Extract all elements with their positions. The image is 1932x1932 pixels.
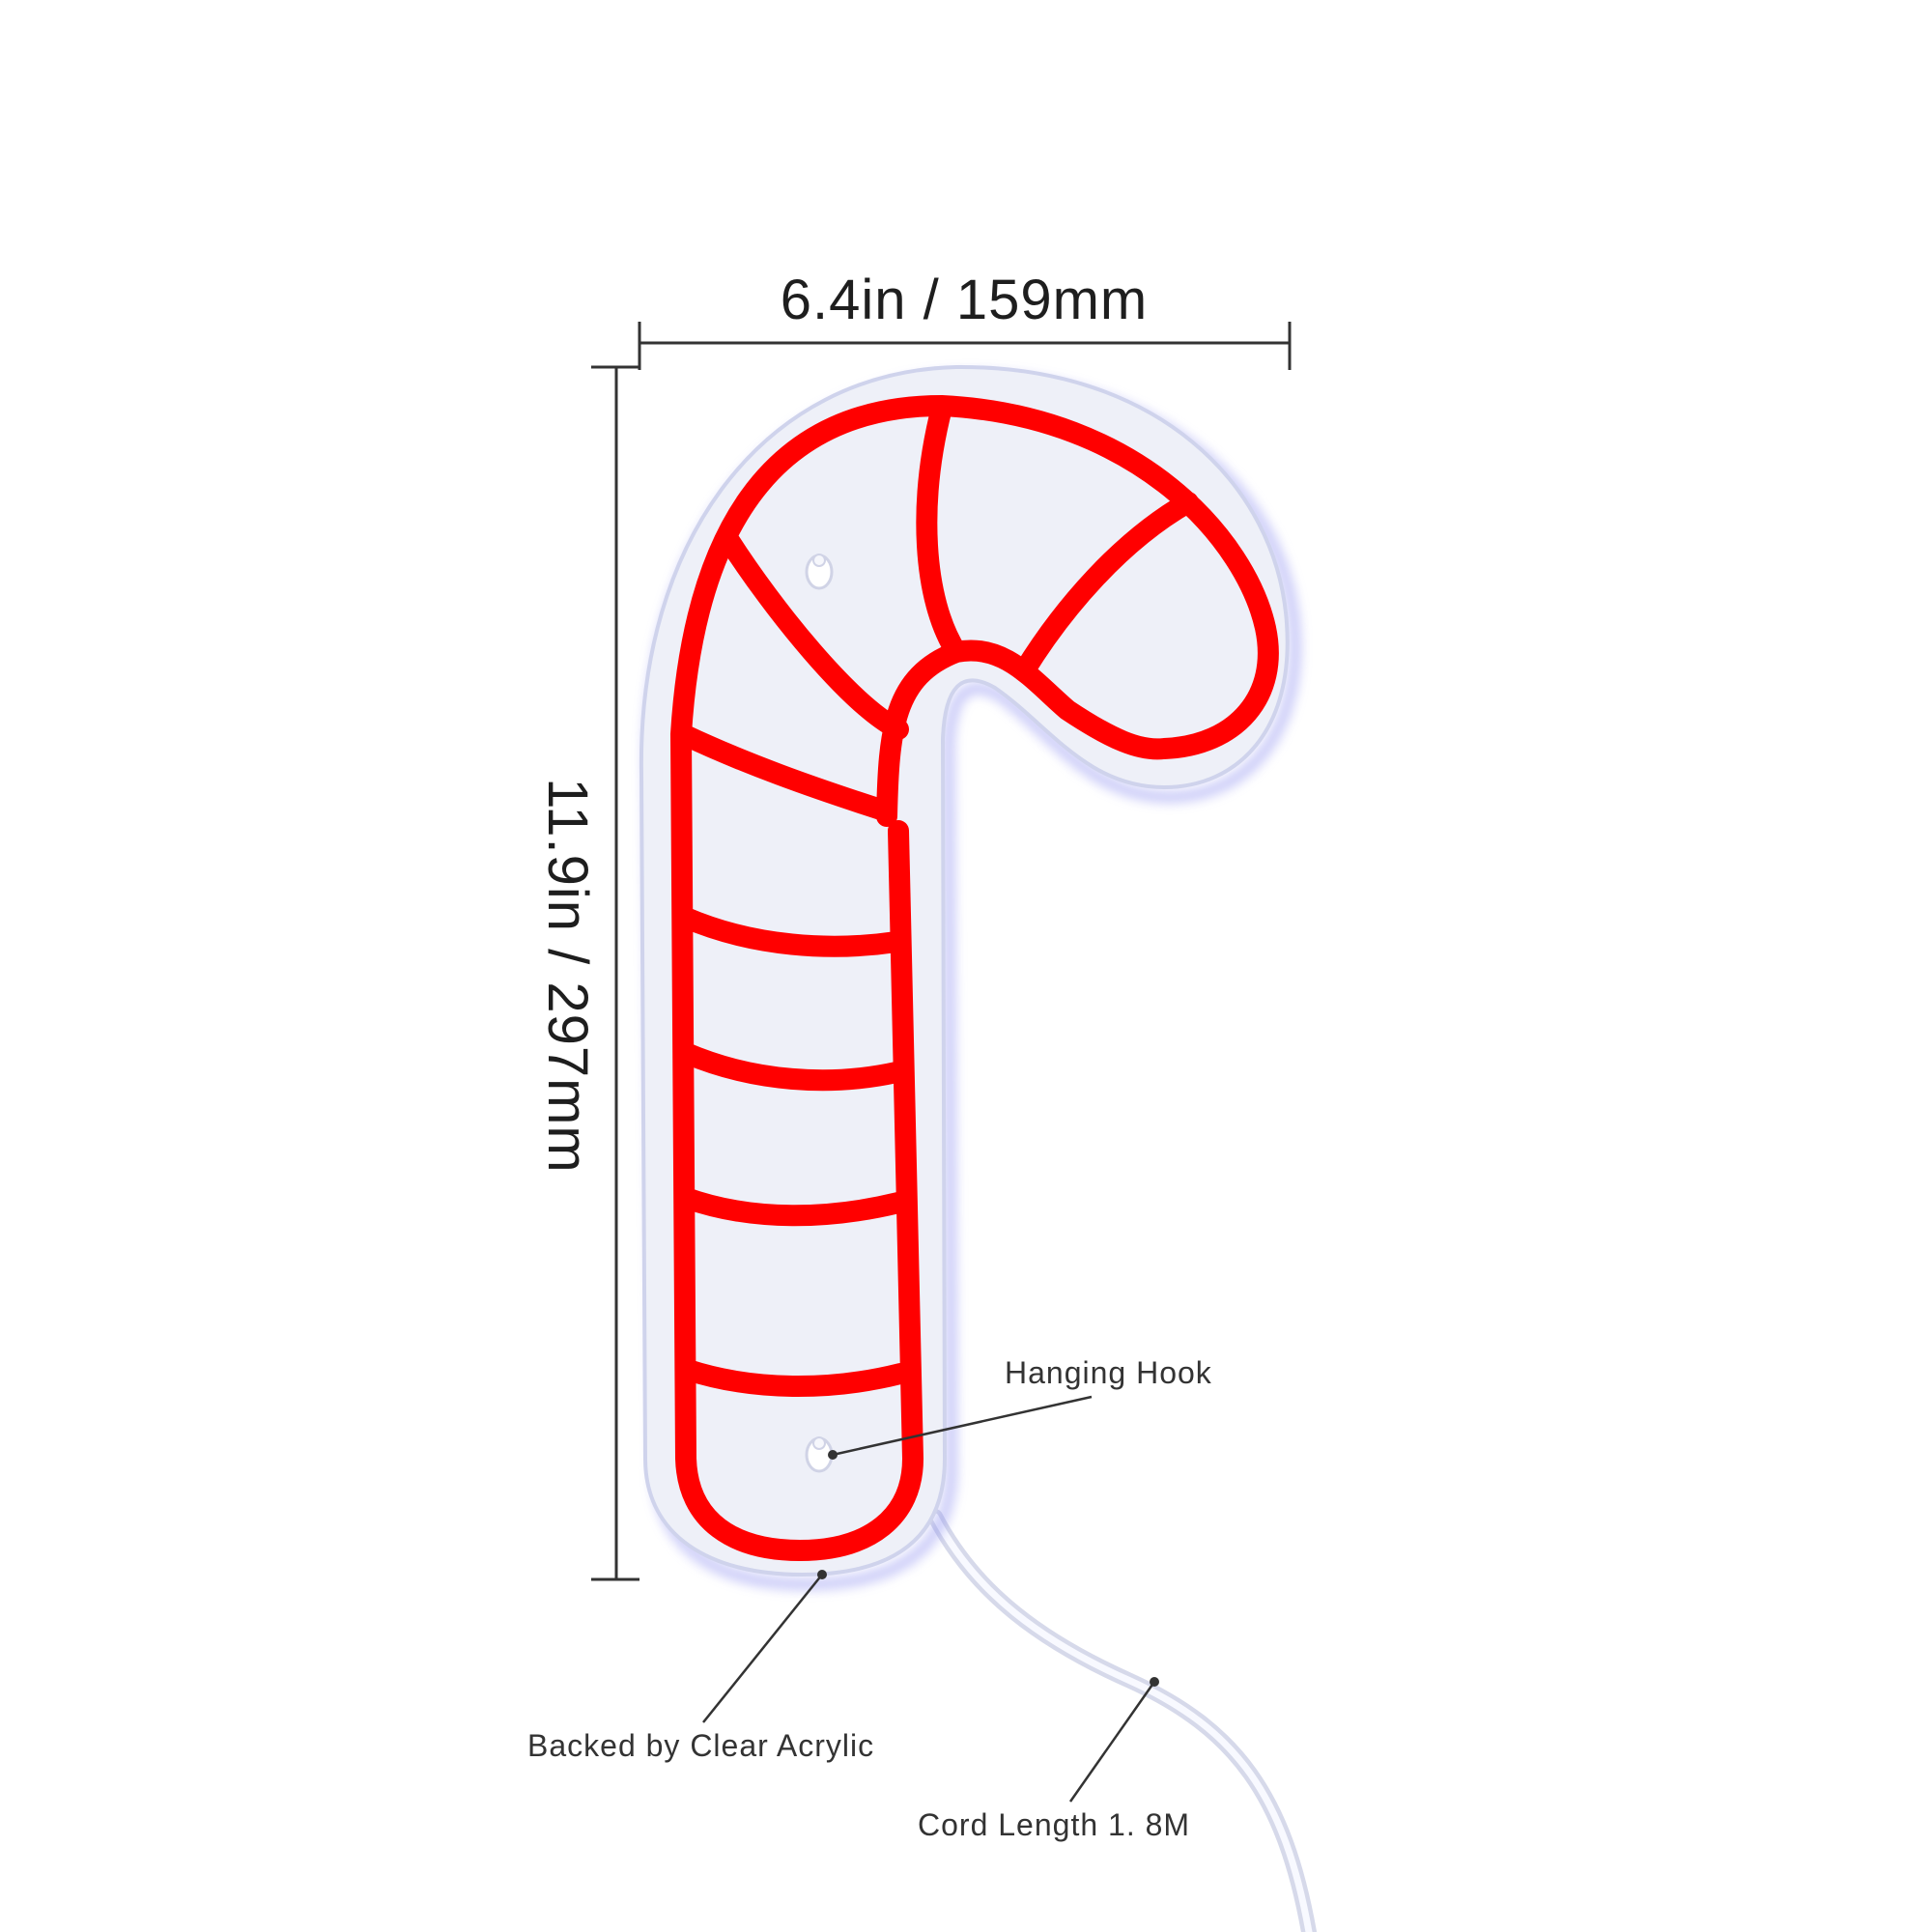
acrylic-callout-leader (702, 1570, 827, 1723)
cord-callout-label: Cord Length 1. 8M (918, 1807, 1190, 1842)
hanging-hook-top (805, 554, 834, 590)
width-dimension (638, 322, 1292, 370)
hook-callout-leader (828, 1395, 1093, 1460)
neon-stripe-2 (916, 397, 967, 663)
neon-stripe-8 (677, 1359, 911, 1397)
hook-callout-label: Hanging Hook (1005, 1355, 1212, 1390)
acrylic-backing (639, 364, 1290, 1577)
neon-stripe-3 (1013, 492, 1199, 682)
neon-candy-cane (670, 395, 1279, 1561)
neon-stripe-5 (675, 907, 907, 957)
neon-stripe-7 (675, 1187, 909, 1227)
hanging-hook-bottom (805, 1436, 834, 1473)
neon-stripe-4 (672, 724, 897, 822)
cord-callout-leader (1068, 1677, 1159, 1803)
power-cord-highlight (931, 1513, 1313, 1932)
height-dimension (591, 365, 639, 1581)
neon-stripe-1 (719, 530, 909, 740)
power-cord (927, 1509, 1317, 1932)
acrylic-callout-label: Backed by Clear Acrylic (527, 1728, 874, 1763)
neon-stripe-6 (675, 1042, 907, 1092)
height-label: 11.9in / 297mm (536, 778, 599, 1173)
width-label: 6.4in / 159mm (781, 269, 1149, 331)
